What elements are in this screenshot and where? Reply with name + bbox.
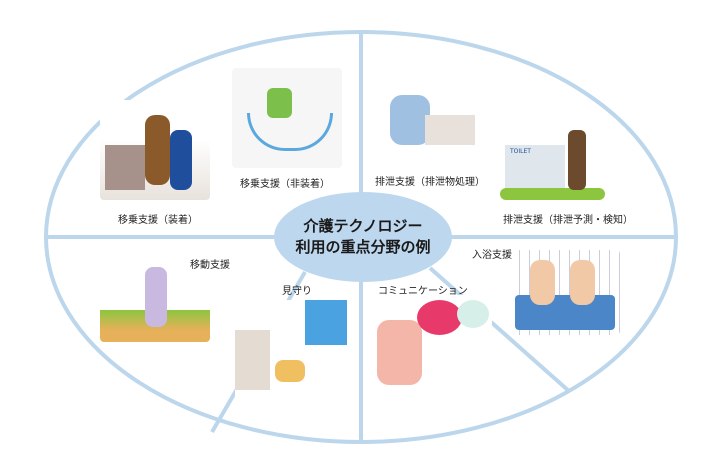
center-ellipse (274, 192, 452, 282)
center-title: 介護テクノロジー 利用の重点分野の例 (275, 195, 451, 279)
center-title-line2: 利用の重点分野の例 (295, 238, 431, 256)
mobility-illustration (100, 262, 210, 342)
spoke-lower-right (428, 266, 572, 394)
bathing-illustration (510, 250, 620, 335)
monitoring-illustration (235, 300, 350, 400)
excretion-prediction-illustration: TOILET (500, 120, 610, 205)
toilet-sign: TOILET (510, 148, 531, 155)
excretion-processing-illustration (370, 70, 480, 170)
label-excretion-prediction: 排泄支援（排泄予測・検知） (503, 215, 633, 226)
transfer-nonwearable-illustration (232, 68, 342, 168)
label-communication: コミュニケーション (378, 286, 468, 297)
label-excretion-processing: 排泄支援（排泄物処理） (375, 177, 485, 188)
communication-illustration (372, 295, 492, 395)
transfer-wearable-illustration (100, 100, 210, 200)
label-transfer-nonwearable: 移乗支援（非装着） (240, 179, 330, 190)
center-title-line1: 介護テクノロジー (303, 217, 423, 235)
label-bathing: 入浴支援 (472, 250, 512, 261)
label-mobility: 移動支援 (190, 260, 230, 271)
label-monitoring: 見守り (282, 286, 312, 297)
label-transfer-wearable: 移乗支援（装着） (118, 215, 198, 226)
